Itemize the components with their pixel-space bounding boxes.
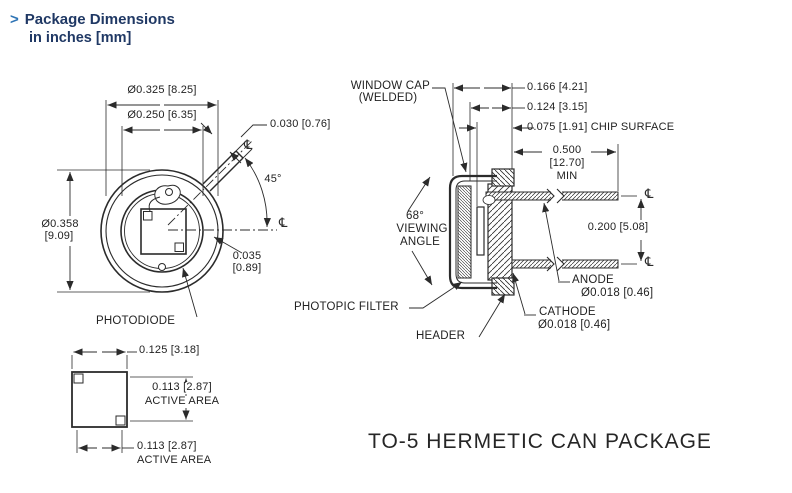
active-area-view-drawing [71, 348, 193, 453]
dim-tab-offset: 0.035 [232, 250, 262, 262]
label-cathode: CATHODE [539, 306, 596, 318]
label-window-cap: WINDOW CAP [350, 80, 430, 92]
page-subtitle: in inches [mm] [29, 30, 132, 46]
dim-tab-angle: 45° [262, 173, 284, 186]
label-window-cap-welded: (WELDED) [358, 92, 418, 104]
side-view-drawing [407, 83, 645, 338]
label-anode: ANODE [572, 274, 614, 286]
dim-flange-diameter-mm: [9.09] [42, 230, 76, 243]
dim-lead-length-mm: [12.70] [549, 157, 585, 169]
label-photodiode: PHOTODIODE [96, 315, 176, 327]
dim-chip-surface: 0.075 [1.91] CHIP SURFACE [527, 121, 675, 133]
dim-lead-length-min: MIN [556, 170, 578, 182]
dim-cap-height: 0.166 [4.21] [527, 81, 588, 93]
dim-chip-size: 0.125 [3.18] [139, 344, 200, 356]
dim-cathode-diameter: Ø0.018 [0.46] [538, 319, 611, 331]
label-viewing: VIEWING [396, 223, 448, 235]
title-bullet-icon: > [10, 11, 19, 28]
dim-cap-step: 0.124 [3.15] [527, 101, 588, 113]
centerline-symbol-tab: ℄ [244, 138, 253, 153]
dim-anode-diameter: Ø0.018 [0.46] [581, 287, 654, 299]
label-angle: ANGLE [400, 236, 440, 248]
centerline-symbol-anode-lead: ℄ [645, 187, 654, 202]
front-view-drawing [57, 100, 277, 318]
dim-lead-length: 0.500 [550, 144, 584, 157]
dim-active-height: 0.113 [2.87] [150, 381, 214, 394]
dim-flange-diameter: Ø0.358 [39, 218, 81, 231]
label-active-area-v: ACTIVE AREA [142, 395, 222, 408]
centerline-symbol-horizontal: ℄ [279, 216, 288, 231]
label-photopic-filter: PHOTOPIC FILTER [294, 301, 399, 313]
dim-cap-diameter: Ø0.325 [8.25] [127, 84, 197, 96]
label-header: HEADER [416, 330, 466, 342]
dim-tab-width: 0.030 [0.76] [270, 118, 331, 130]
dim-window-diameter: Ø0.250 [6.35] [127, 109, 197, 121]
dim-active-width: 0.113 [2.87] [137, 440, 197, 452]
dim-tab-offset-mm: [0.89] [232, 262, 262, 274]
label-active-area-h: ACTIVE AREA [137, 454, 212, 466]
package-caption: TO-5 HERMETIC CAN PACKAGE [368, 430, 712, 453]
dim-lead-spacing: 0.200 [5.08] [585, 221, 651, 234]
page-title-text: Package Dimensions [24, 11, 175, 28]
page-title: > Package Dimensions [10, 11, 175, 28]
dim-viewing-angle: 68° [406, 210, 424, 222]
centerline-symbol-cathode-lead: ℄ [645, 255, 654, 270]
